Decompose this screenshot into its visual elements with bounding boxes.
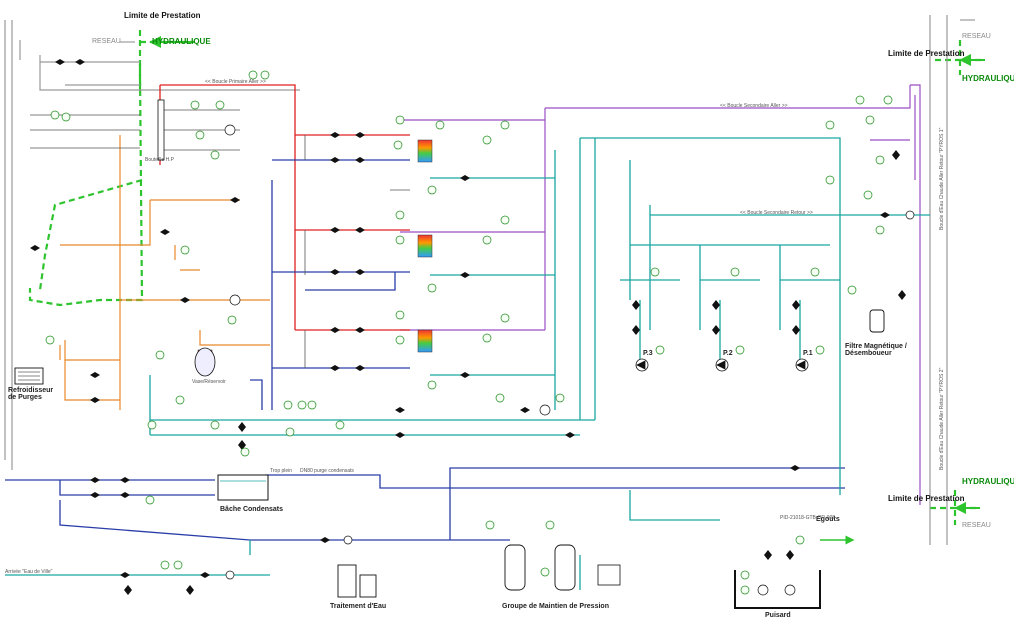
pump-icon-p1	[795, 358, 809, 372]
boucle-sec-aller-label: << Boucle Secondaire Aller >>	[720, 103, 788, 109]
pump-icon-small	[224, 124, 915, 596]
groupe-label: Groupe de Maintien de Pression	[502, 603, 609, 610]
pump-label-p1: P.1	[803, 350, 813, 357]
hydraulic-boundary-left	[28, 30, 195, 307]
instrument-bubble-group	[45, 70, 893, 595]
bouteille-label: Bouteille H.P	[145, 157, 174, 163]
boucle-eau-retour-label: Boucle d'Eau Chaude Aller Retour "PYROS …	[939, 367, 945, 470]
network-label-left: RESEAU	[92, 38, 121, 45]
boucle-primaire-label: << Boucle Primaire Aller >>	[205, 79, 266, 85]
egout-ref-label: PID-21018-GTB-OR-008	[780, 515, 836, 521]
primary-navy-return	[5, 159, 845, 541]
bache-label: Bâche Condensats	[220, 506, 284, 513]
valve-group	[30, 59, 890, 578]
boundary-title-right: Limite de Prestation	[888, 49, 965, 58]
secondary-teal-loop	[5, 137, 930, 590]
network-lines	[4, 15, 975, 545]
hydraulic-label-right: HYDRAULIQUE	[962, 74, 1014, 83]
bache-condensats-tank	[217, 474, 269, 501]
boundary-title-bottom: Limite de Prestation	[888, 494, 965, 503]
network-label-bottom: RESEAU	[962, 522, 991, 529]
boucle-sec-retour-label: << Boucle Secondaire Retour >>	[740, 210, 813, 216]
purple-loop	[400, 84, 921, 505]
vertical-valve-group	[124, 150, 906, 595]
pump-label-p3: P.3	[643, 350, 653, 357]
traitement-label: Traitement d'Eau	[330, 603, 387, 610]
arrivee-label: Arrivée "Eau de Ville"	[5, 569, 53, 575]
orange-purge-lines	[59, 135, 270, 410]
boucle-eau-aller-label: Boucle d'Eau Chaude Aller Retour "PYROS …	[939, 127, 945, 230]
pump-icon-p2	[715, 358, 729, 372]
pressure-tank-2	[554, 544, 576, 591]
treatment-unit	[597, 564, 621, 586]
trop-plein-label: Trop plein	[270, 468, 293, 474]
vase-label: Vase/Réservoir	[192, 379, 226, 385]
water-treatment-tank	[337, 564, 377, 598]
boundary-title-left: Limite de Prestation	[124, 11, 201, 20]
purge-label: DN80 purge condensats	[300, 468, 354, 474]
pump-label-p2: P.2	[723, 350, 733, 357]
pump-icon-p3	[635, 358, 649, 372]
heat-exchanger-icon-1	[417, 139, 433, 163]
bouteille-hp	[157, 99, 165, 161]
network-label-right: RESEAU	[962, 33, 991, 40]
drain-lines	[30, 109, 410, 368]
refroidisseur-icon	[14, 367, 44, 385]
heat-exchanger-icon-2	[417, 234, 433, 258]
hydraulic-label-bottom: HYDRAULIQUE	[962, 477, 1014, 486]
egouts-label: Egouts	[816, 516, 840, 523]
pressure-tank-1	[504, 544, 526, 591]
primary-red-loop	[159, 84, 410, 331]
refroidisseur-label: Refroidisseur de Purges	[8, 387, 54, 401]
puisard-label: Puisard	[765, 612, 791, 619]
vase-reservoir	[194, 347, 216, 377]
filtre-magnetique	[869, 309, 885, 333]
heat-exchanger-icon-3	[417, 329, 433, 353]
puisard-pit	[734, 570, 821, 609]
hydraulic-label-left: HYDRAULIQUE	[152, 37, 211, 46]
filtre-label: Filtre Magnétique / Désemboueur	[845, 343, 907, 357]
